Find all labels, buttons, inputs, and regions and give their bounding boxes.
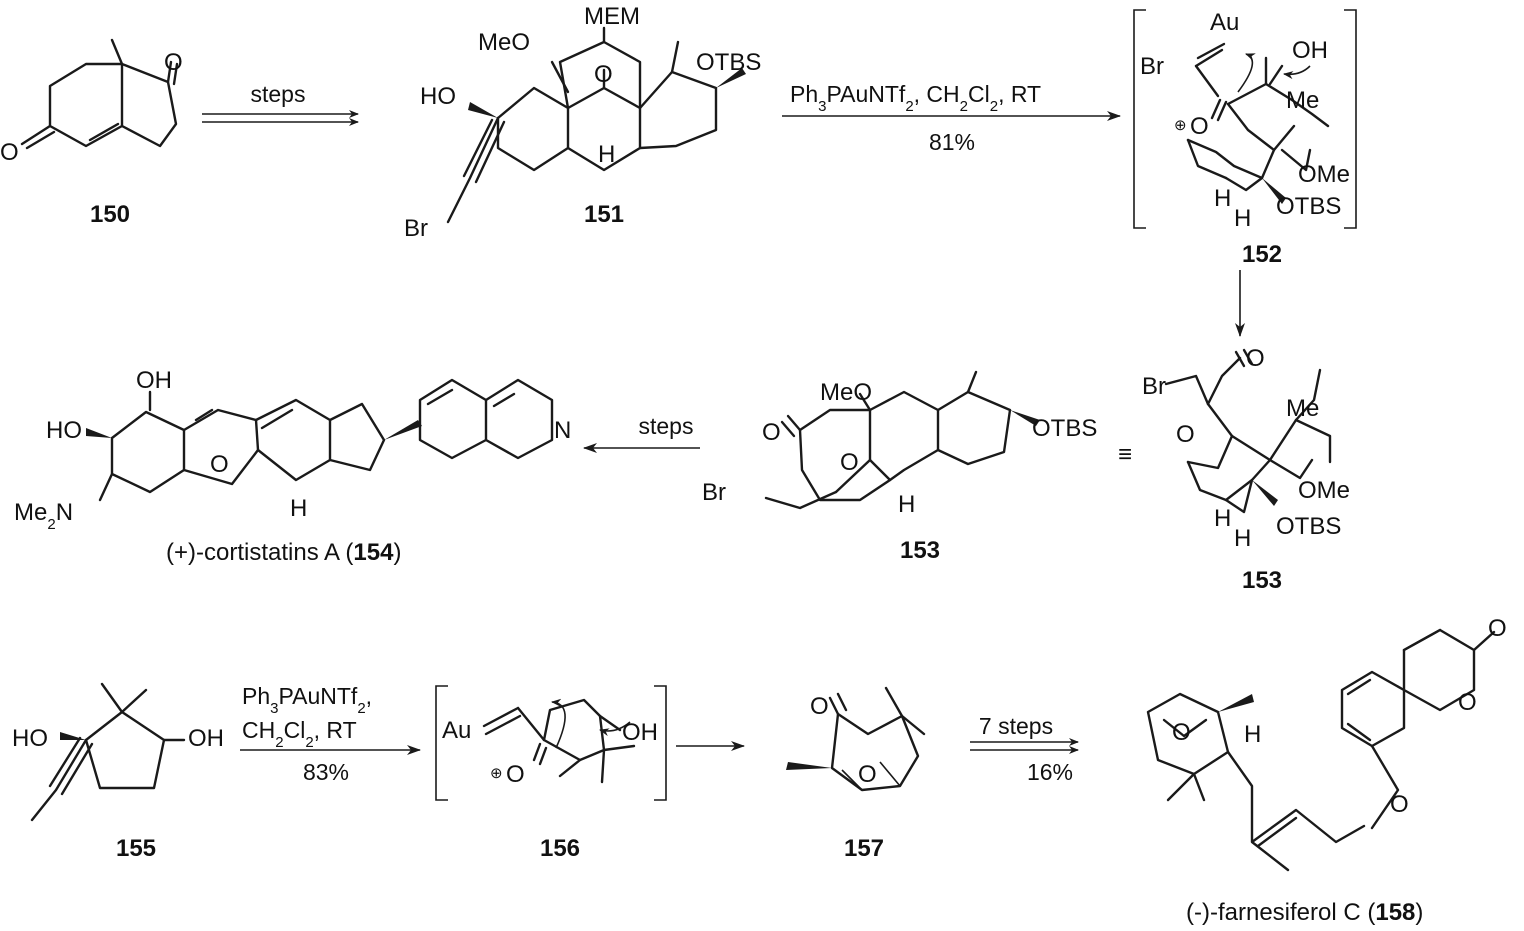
- svg-text:O: O: [1190, 113, 1209, 140]
- svg-text:Me2N: Me2N: [14, 499, 73, 533]
- arrow-step-7: 7 steps 16%: [970, 713, 1079, 785]
- svg-text:Br: Br: [404, 215, 428, 242]
- compound-number-151: 151: [584, 201, 624, 228]
- svg-text:O: O: [506, 761, 525, 788]
- svg-text:HO: HO: [46, 417, 82, 444]
- svg-text:H: H: [1214, 185, 1231, 212]
- compound-155: HO OH 155: [12, 682, 224, 862]
- arrow-7-label: 7 steps: [979, 713, 1053, 739]
- svg-text:CH2Cl2, RT: CH2Cl2, RT: [242, 717, 357, 751]
- svg-text:Me: Me: [1286, 395, 1319, 422]
- svg-text:OTBS: OTBS: [1276, 193, 1341, 220]
- compound-number-153-flat: 153: [900, 537, 940, 564]
- arrow-5-yield: 83%: [303, 759, 349, 785]
- svg-text:MEM: MEM: [584, 3, 640, 30]
- svg-text:OTBS: OTBS: [1276, 513, 1341, 540]
- compound-number-156: 156: [540, 835, 580, 862]
- svg-text:⊕: ⊕: [490, 765, 503, 782]
- svg-text:OH: OH: [622, 719, 658, 746]
- svg-text:Ph3PAuNTf2, CH2Cl2, RT: Ph3PAuNTf2, CH2Cl2, RT: [790, 81, 1041, 115]
- svg-text:H: H: [1214, 505, 1231, 532]
- arrow-step-2: Ph3PAuNTf2, CH2Cl2, RT 81%: [782, 81, 1121, 155]
- compound-157: O O 157: [786, 686, 926, 862]
- arrow-step-4: steps: [583, 413, 700, 453]
- svg-text:MeO: MeO: [478, 29, 530, 56]
- compound-153-flat: O MeO O OTBS Br H 153: [702, 370, 1097, 564]
- svg-text:HO: HO: [12, 725, 48, 752]
- compound-name-158: (-)-farnesiferol C (158): [1186, 899, 1423, 926]
- svg-text:O: O: [1172, 719, 1191, 746]
- compound-number-152: 152: [1242, 241, 1282, 268]
- svg-text:O: O: [210, 451, 229, 478]
- arrow-step-1: steps: [202, 81, 359, 126]
- compound-154: OH HO Me2N O N H (+)-cortistatins A (154…: [14, 367, 571, 566]
- svg-text:H: H: [598, 141, 615, 168]
- compound-151: MeO MEM O OTBS HO H Br 151: [404, 3, 761, 242]
- compound-name-154: (+)-cortistatins A (154): [166, 539, 401, 566]
- compound-150: O O 150: [0, 38, 183, 228]
- svg-text:⊕: ⊕: [1174, 117, 1187, 134]
- arrow-2-yield: 81%: [929, 129, 975, 155]
- compound-152: Au Br OH Me ⊕ O OMe H H OTBS 152: [1133, 9, 1357, 268]
- svg-text:H: H: [1234, 205, 1251, 232]
- svg-text:HO: HO: [420, 83, 456, 110]
- svg-text:OH: OH: [188, 725, 224, 752]
- svg-text:Me: Me: [1286, 87, 1319, 114]
- svg-text:Ph3PAuNTf2,: Ph3PAuNTf2,: [242, 683, 372, 717]
- svg-text:N: N: [554, 417, 571, 444]
- compound-158: O H O O O (-)-farnesiferol C (158): [1146, 615, 1507, 926]
- svg-text:O: O: [164, 49, 183, 76]
- svg-text:OTBS: OTBS: [696, 49, 761, 76]
- equivalence-symbol: ≡: [1118, 441, 1132, 468]
- svg-text:Br: Br: [702, 479, 726, 506]
- arrow-4-label: steps: [639, 413, 694, 439]
- svg-text:OH: OH: [136, 367, 172, 394]
- svg-text:O: O: [1246, 345, 1265, 372]
- compound-number-155: 155: [116, 835, 156, 862]
- arrow-step-5: Ph3PAuNTf2, CH2Cl2, RT 83%: [240, 683, 421, 785]
- svg-text:MeO: MeO: [820, 379, 872, 406]
- svg-text:O: O: [858, 761, 877, 788]
- svg-text:O: O: [1458, 689, 1477, 716]
- svg-text:OH: OH: [1292, 37, 1328, 64]
- svg-text:H: H: [1234, 525, 1251, 552]
- svg-text:H: H: [898, 491, 915, 518]
- svg-text:O: O: [0, 139, 19, 166]
- svg-text:H: H: [290, 495, 307, 522]
- svg-text:O: O: [1488, 615, 1507, 642]
- arrow-7-yield: 16%: [1027, 759, 1073, 785]
- svg-text:O: O: [1176, 421, 1195, 448]
- svg-text:O: O: [1390, 791, 1409, 818]
- svg-text:OMe: OMe: [1298, 161, 1350, 188]
- arrow-1-label: steps: [251, 81, 306, 107]
- svg-text:OTBS: OTBS: [1032, 415, 1097, 442]
- svg-text:OMe: OMe: [1298, 477, 1350, 504]
- compound-153-3d: Br O O Me OMe H H OTBS 153: [1142, 345, 1350, 594]
- svg-text:O: O: [594, 61, 613, 88]
- compound-number-153-3d: 153: [1242, 567, 1282, 594]
- svg-text:O: O: [840, 449, 859, 476]
- compound-number-150: 150: [90, 201, 130, 228]
- svg-text:Au: Au: [1210, 9, 1239, 36]
- svg-text:Br: Br: [1140, 53, 1164, 80]
- svg-text:Br: Br: [1142, 373, 1166, 400]
- svg-text:H: H: [1244, 721, 1261, 748]
- svg-text:O: O: [810, 693, 829, 720]
- compound-number-157: 157: [844, 835, 884, 862]
- compound-156: Au OH ⊕ O 156: [435, 685, 667, 862]
- svg-text:O: O: [762, 419, 781, 446]
- svg-text:Au: Au: [442, 717, 471, 744]
